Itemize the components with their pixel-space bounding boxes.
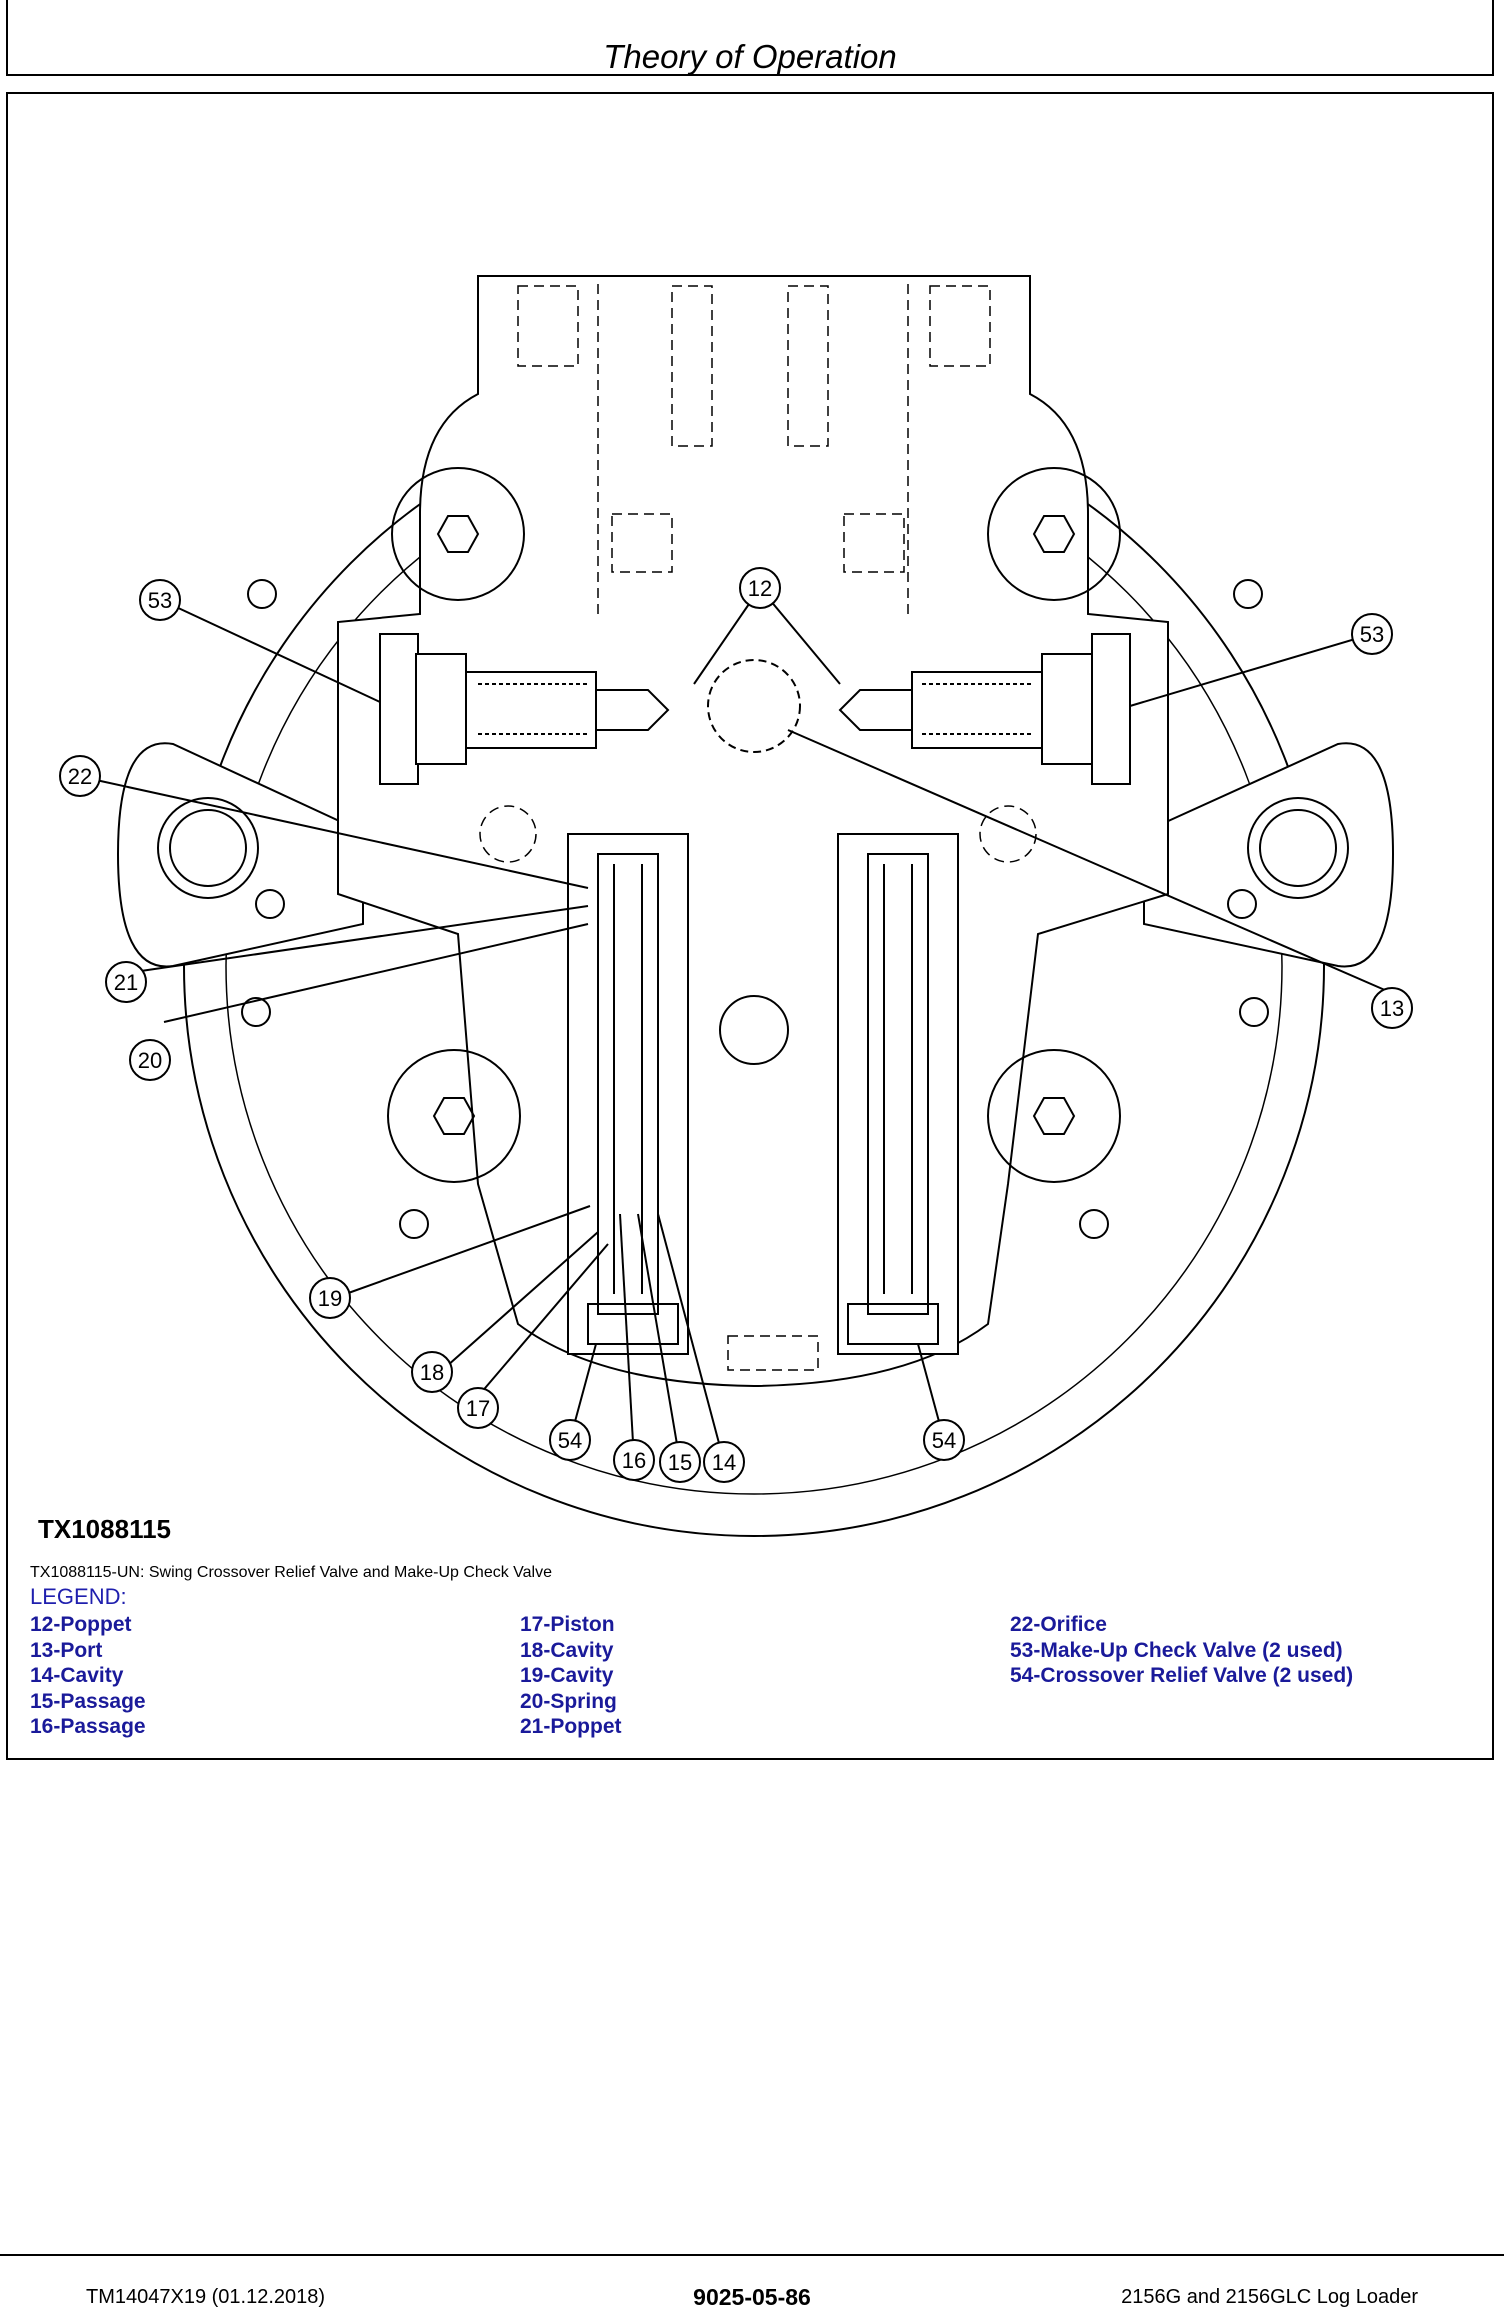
svg-text:17: 17: [466, 1396, 490, 1421]
svg-text:12: 12: [748, 576, 772, 601]
callout-13: 13: [1371, 987, 1413, 1029]
legend-item: 21-Poppet: [520, 1715, 622, 1738]
legend-item: 20-Spring: [520, 1689, 617, 1713]
svg-text:18: 18: [420, 1360, 444, 1385]
svg-text:20: 20: [138, 1048, 162, 1073]
callout-19: 19: [309, 1277, 351, 1319]
legend-item: 15-Passage: [30, 1689, 146, 1713]
bolt-bottom-left: [387, 1049, 521, 1183]
callout-16: 16: [613, 1439, 655, 1481]
legend-item: 19-Cavity: [520, 1664, 614, 1687]
legend-item: 17-Piston: [520, 1613, 615, 1636]
callout-17: 17: [457, 1387, 499, 1429]
right-lug: [1143, 742, 1395, 968]
svg-text:16: 16: [622, 1448, 646, 1473]
svg-text:53: 53: [148, 588, 172, 613]
footer-product-name: 2156G and 2156GLC Log Loader: [1121, 2286, 1418, 2308]
footer-rule: [0, 2254, 1504, 2256]
page-footer: TM14047X19 (01.12.2018) 9025-05-86 2156G…: [0, 2254, 1504, 2320]
legend-item: 54-Crossover Relief Valve (2 used): [1010, 1664, 1354, 1687]
figure-caption: TX1088115-UN: Swing Crossover Relief Val…: [30, 1564, 553, 1581]
callout-21: 21: [105, 961, 147, 1003]
bolt-bottom-right: [987, 1049, 1121, 1183]
figure-box: 53 12 53 22 21 20 13 19 18 17 54 16 15 1…: [6, 92, 1494, 1760]
legend-item: 14-Cavity: [30, 1664, 124, 1687]
legend-column-3: 22-Orifice 53-Make-Up Check Valve (2 use…: [1010, 1612, 1353, 1689]
svg-text:54: 54: [932, 1428, 956, 1453]
figure-id: TX1088115: [38, 1514, 172, 1544]
callout-12: 12: [739, 567, 781, 609]
valve-diagram: 53 12 53 22 21 20 13 19 18 17 54 16 15 1…: [59, 275, 1413, 1537]
footer-page-number: 9025-05-86: [693, 2284, 811, 2310]
callout-18: 18: [411, 1351, 453, 1393]
makeup-check-valve-right: [838, 633, 1131, 785]
svg-text:15: 15: [668, 1450, 692, 1475]
valve-body: [337, 275, 1169, 1388]
central-port: [707, 659, 801, 753]
callout-20: 20: [129, 1039, 171, 1081]
makeup-check-valve-left: [379, 633, 670, 785]
crossover-relief-valve-left: [567, 833, 689, 1355]
legend-title: LEGEND:: [30, 1584, 127, 1609]
callout-22: 22: [59, 755, 101, 797]
left-lug: [116, 742, 364, 968]
page-title: Theory of Operation: [603, 38, 897, 75]
legend-column-2: 17-Piston 18-Cavity 19-Cavity 20-Spring …: [520, 1612, 622, 1740]
callout-54-left: 54: [549, 1419, 591, 1461]
bolt-top-right: [987, 467, 1121, 601]
legend-item: 13-Port: [30, 1638, 103, 1662]
callout-53-left: 53: [139, 579, 181, 621]
legend-item: 53-Make-Up Check Valve (2 used): [1010, 1638, 1343, 1662]
bolt-top-left: [391, 467, 525, 601]
svg-text:53: 53: [1360, 622, 1384, 647]
svg-text:21: 21: [114, 970, 138, 995]
header-box: Theory of Operation: [6, 0, 1494, 76]
svg-text:19: 19: [318, 1286, 342, 1311]
right-lug-hole: [1247, 797, 1349, 899]
callout-53-right: 53: [1351, 613, 1393, 655]
crossover-relief-valve-right: [837, 833, 959, 1355]
legend-column-1: 12-Poppet 13-Port 14-Cavity 15-Passage 1…: [30, 1612, 146, 1740]
svg-text:14: 14: [712, 1450, 736, 1475]
legend-item: 16-Passage: [30, 1715, 146, 1738]
svg-text:54: 54: [558, 1428, 582, 1453]
footer-doc-id: TM14047X19 (01.12.2018): [86, 2286, 326, 2308]
callout-14: 14: [703, 1441, 745, 1483]
callout-54-right: 54: [923, 1419, 965, 1461]
callout-15: 15: [659, 1441, 701, 1483]
svg-text:13: 13: [1380, 996, 1404, 1021]
legend-item: 22-Orifice: [1010, 1613, 1107, 1636]
svg-text:22: 22: [68, 764, 92, 789]
internal-passages: [479, 284, 1037, 1371]
legend-item: 18-Cavity: [520, 1638, 614, 1662]
legend-item: 12-Poppet: [30, 1613, 132, 1636]
left-lug-hole: [157, 797, 259, 899]
